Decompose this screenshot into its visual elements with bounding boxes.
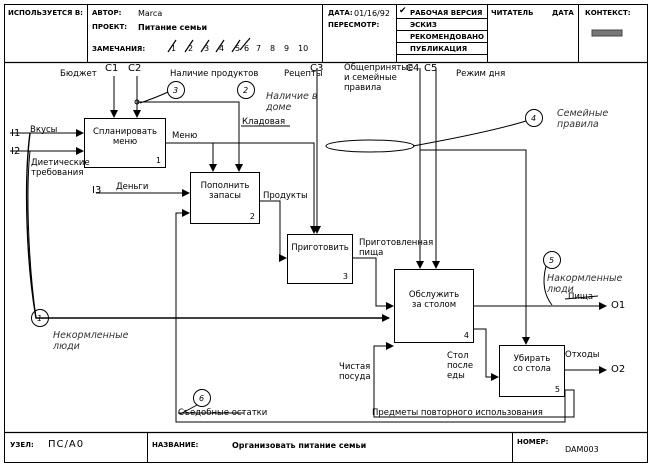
status-publication: ПУБЛИКАЦИЯ (410, 45, 468, 53)
clean-dishes-label: Чистая посуда (339, 362, 371, 382)
c3-label: C3 (310, 63, 324, 74)
note-number: 6 (244, 44, 250, 53)
number-value: DAM003 (565, 445, 599, 454)
table-after-label: Стол после еды (447, 351, 474, 381)
note-text: Наличие в доме (266, 91, 318, 113)
note-circle-number: 6 (199, 394, 205, 403)
reader-label: ЧИТАТЕЛЬ (491, 9, 534, 17)
rules-label: Общепринятые и семейные правила (344, 63, 414, 93)
node-label: УЗЕЛ: (10, 441, 34, 449)
activity-name: Приготовить (291, 243, 349, 253)
activity-name: Пополнить запасы (200, 181, 250, 201)
title-value: Организовать питание семьи (232, 441, 367, 450)
check-icon: ✔ (399, 6, 407, 16)
products-label: Продукты (263, 191, 308, 201)
c5-label: C5 (424, 63, 438, 74)
c2-label: C2 (128, 63, 142, 74)
activity-box-3: Приготовить 3 (287, 234, 353, 284)
activity-box-2: Пополнить запасы 2 (190, 172, 260, 224)
context-label: КОНТЕКСТ: (585, 9, 631, 17)
notes-label: ЗАМЕЧАНИЯ: (92, 45, 146, 53)
activity-box-1: Спланировать меню 1 (84, 118, 166, 168)
author-value: Marca (138, 9, 163, 18)
status-working: РАБОЧАЯ ВЕРСИЯ (410, 9, 483, 17)
note-number: 2 (188, 44, 194, 53)
node-value: ПС/А0 (48, 439, 85, 450)
note-circle-number: 4 (531, 114, 537, 123)
o1-label: O1 (611, 300, 626, 311)
activity-number: 1 (155, 156, 161, 165)
waste-label: Отходы (565, 350, 600, 360)
status-draft: ЭСКИЗ (410, 21, 437, 29)
pantry-label: Кладовая (242, 117, 286, 127)
note-text: Некормленные люди (53, 330, 129, 352)
date-label: ДАТА: (328, 9, 353, 17)
activity-number: 2 (249, 212, 255, 221)
food-label: Пища (568, 292, 594, 302)
status-recommended: РЕКОМЕНДОВАНО (410, 33, 484, 41)
budget-label: Бюджет (60, 69, 97, 79)
recipes-label: Рецепты (284, 69, 323, 79)
note-number: 8 (270, 44, 276, 53)
revision-label: ПЕРЕСМОТР: (328, 21, 380, 29)
activity-box-5: Убирать со стола 5 (499, 345, 565, 397)
activity-name: Убирать со стола (512, 354, 552, 374)
note-circle-number: 3 (173, 86, 179, 95)
reader-date-label: ДАТА (552, 9, 574, 17)
reusables-label: Предметы повторного использования (372, 408, 543, 418)
activity-name: Спланировать меню (93, 127, 157, 147)
cooked-food-label: Приготовленная пища (359, 238, 434, 258)
o2-label: O2 (611, 364, 626, 375)
i2-label: I2 (11, 146, 21, 157)
note-number: 3 (204, 44, 210, 53)
note-circle-number: 1 (37, 314, 43, 323)
note-text: Накормленные люди (547, 273, 623, 295)
number-label: НОМЕР: (517, 438, 549, 446)
tastes-label: Вкусы (30, 125, 58, 135)
note-number: 10 (298, 44, 309, 53)
activity-number: 5 (554, 385, 560, 394)
c1-label: C1 (105, 63, 119, 74)
money-label: Деньги (116, 182, 149, 192)
activity-number: 3 (342, 272, 348, 281)
title-label: НАЗВАНИЕ: (152, 441, 199, 449)
schedule-label: Режим дня (456, 69, 506, 79)
project-value: Питание семьи (138, 23, 208, 32)
author-label: АВТОР: (92, 9, 122, 17)
note-number: 7 (256, 44, 262, 53)
products-available-label: Наличие продуктов (170, 69, 259, 79)
note-number: 4 (219, 44, 225, 53)
i1-label: I1 (11, 128, 21, 139)
diet-label: Диетические требования (31, 158, 90, 178)
activity-box-4: Обслужить за столом 4 (394, 269, 474, 343)
note-number: 1 (171, 44, 177, 53)
note-number: 5 (235, 44, 241, 53)
note-text: Семейные правила (557, 108, 609, 130)
leftovers-label: Съедобные остатки (178, 408, 268, 418)
activity-number: 4 (463, 331, 469, 340)
project-label: ПРОЕКТ: (92, 23, 128, 31)
note-circle-number: 2 (243, 86, 249, 95)
menu-label: Меню (172, 131, 198, 141)
date-value: 01/16/92 (354, 9, 390, 18)
activity-name: Обслужить за столом (408, 290, 460, 310)
used-at-label: ИСПОЛЬЗУЕТСЯ В: (8, 9, 83, 17)
note-circle-number: 5 (549, 256, 555, 265)
i3-label: I3 (92, 185, 102, 196)
c4-label: C4 (406, 63, 420, 74)
note-number: 9 (284, 44, 290, 53)
